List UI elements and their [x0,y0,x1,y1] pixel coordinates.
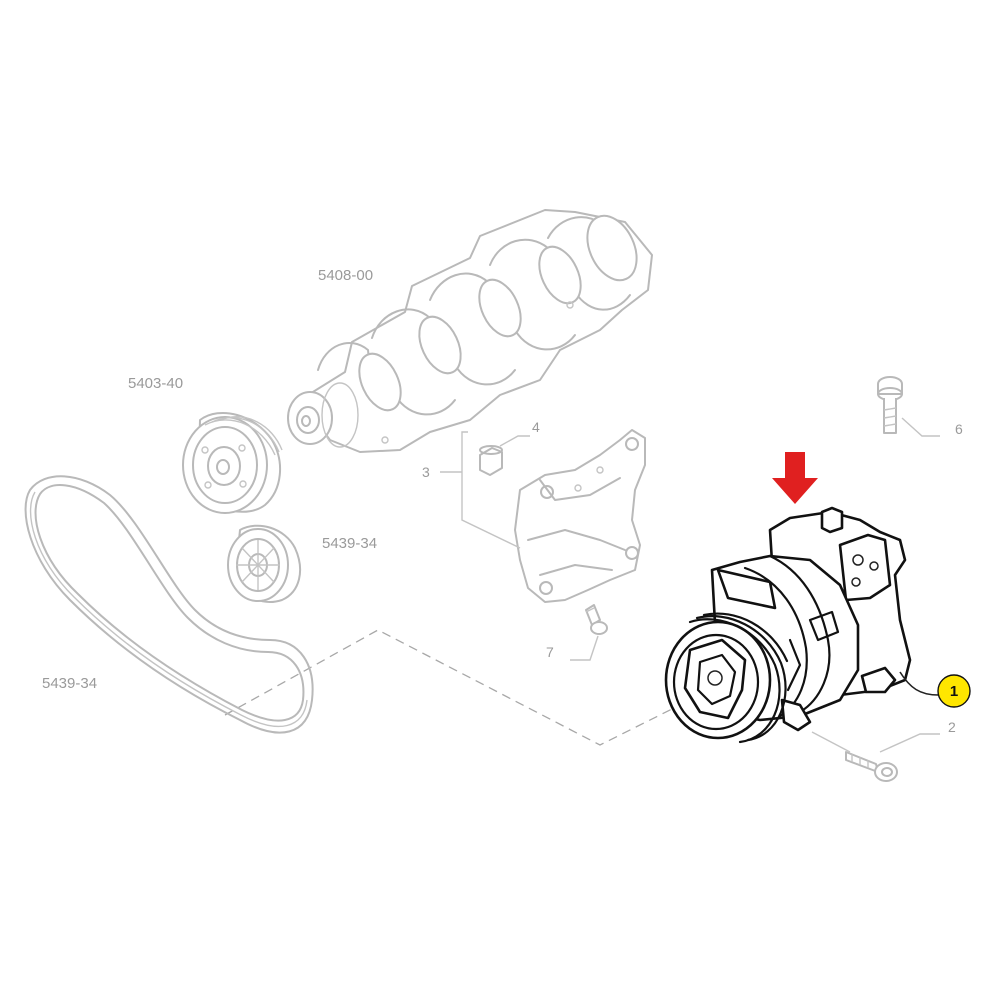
top-bolt-part [877,376,940,437]
red-down-arrow-icon [772,452,818,504]
crankshaft-label: 5408-00 [318,267,373,284]
bushing-label: 4 [532,419,540,435]
damper-pulley-label: 5403-40 [128,375,183,392]
crankshaft-part [287,209,653,453]
bracket-bolt-part [570,604,608,661]
top-bolt-label: 6 [955,421,963,437]
compressor-bolt-label: 2 [948,719,956,735]
belt-label: 5439-34 [42,675,97,692]
bushing-part [479,435,530,476]
damper-pulley-part [182,411,283,514]
mounting-bracket-part [514,429,646,603]
ac-compressor-part [664,506,912,744]
drive-belt-part [24,475,314,734]
compressor-bolt-part [811,731,940,782]
bracket-bolt-label: 7 [546,644,554,660]
bracket-label: 3 [422,464,430,480]
dashed-reference-lines [224,629,681,746]
idler-pulley-label: 5439-34 [322,535,377,552]
idler-pulley-part [227,524,302,603]
compressor-callout: 1 [937,674,971,708]
compressor-callout-number: 1 [950,683,958,700]
compressor-callout-leader [899,671,939,696]
